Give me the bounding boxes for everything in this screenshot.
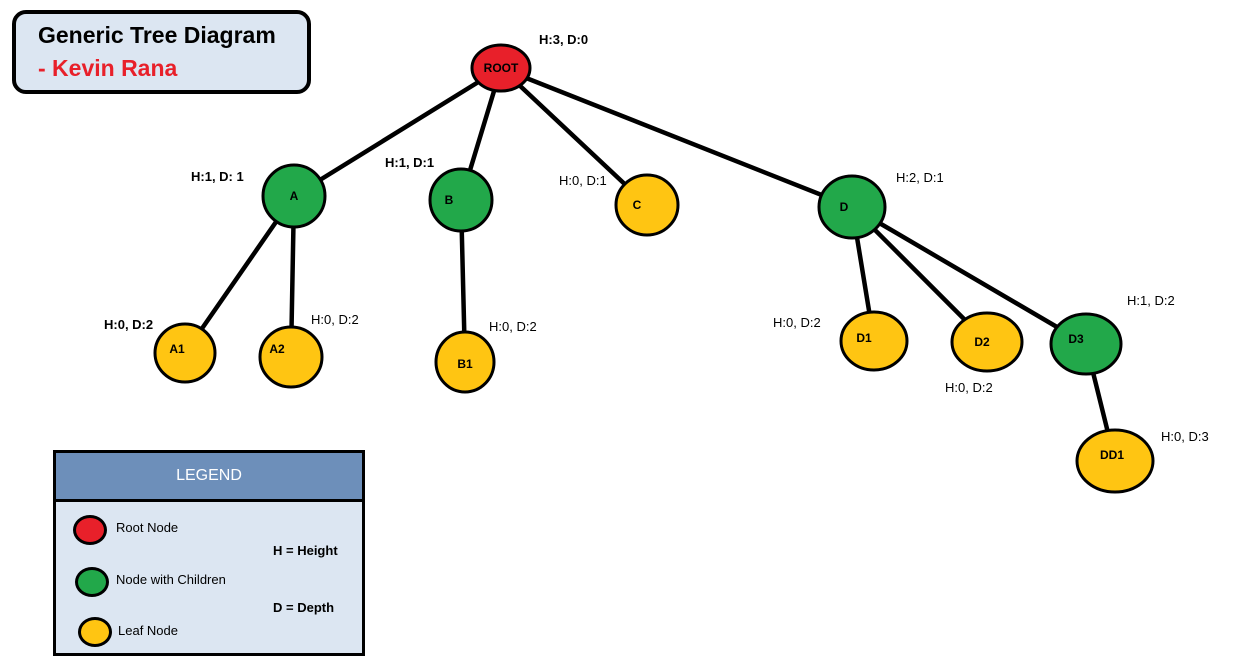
diagram-title: Generic Tree Diagram xyxy=(38,22,276,48)
node-label-d1: D1 xyxy=(856,331,872,345)
node-label-d: D xyxy=(840,200,849,214)
node-label-dd1: DD1 xyxy=(1100,448,1124,462)
legend-height-note: H = Height xyxy=(273,543,338,558)
edge-root-d xyxy=(498,65,855,210)
node-label-d3: D3 xyxy=(1068,332,1084,346)
node-b xyxy=(428,167,494,233)
legend-internal-swatch xyxy=(75,567,109,597)
title-box: Generic Tree Diagram - Kevin Rana xyxy=(12,10,311,94)
edge-d-d3 xyxy=(849,204,1089,347)
node-c xyxy=(614,173,680,237)
legend-leaf-label: Leaf Node xyxy=(118,623,178,638)
node-d3 xyxy=(1049,312,1123,376)
annotation-a: H:1, D: 1 xyxy=(191,169,244,184)
node-b1 xyxy=(434,330,496,394)
legend-internal-label: Node with Children xyxy=(116,572,226,587)
node-d1 xyxy=(839,310,909,372)
edges-layer xyxy=(182,65,1118,464)
node-label-b1: B1 xyxy=(457,357,473,371)
annotation-b: H:1, D:1 xyxy=(385,155,434,170)
annotation-root: H:3, D:0 xyxy=(539,32,588,47)
node-label-c: C xyxy=(633,198,642,212)
legend-root-swatch xyxy=(73,515,107,545)
node-label-root: ROOT xyxy=(484,61,519,75)
annotation-b1: H:0, D:2 xyxy=(489,319,537,334)
node-label-a1: A1 xyxy=(169,342,185,356)
node-label-a: A xyxy=(290,189,299,203)
legend-panel: LEGEND Root Node Node with Children Leaf… xyxy=(53,450,365,656)
annotation-a2: H:0, D:2 xyxy=(311,312,359,327)
edge-root-c xyxy=(498,65,650,208)
node-a xyxy=(261,163,327,229)
node-d xyxy=(817,174,887,240)
legend-header: LEGEND xyxy=(56,453,362,502)
annotation-d2: H:0, D:2 xyxy=(945,380,993,395)
diagram-author: - Kevin Rana xyxy=(38,55,178,81)
node-label-b: B xyxy=(445,193,454,207)
annotation-dd1: H:0, D:3 xyxy=(1161,429,1209,444)
annotation-c: H:0, D:1 xyxy=(559,173,607,188)
node-root xyxy=(470,43,532,93)
edge-root-a xyxy=(291,65,504,199)
node-label-a2: A2 xyxy=(269,342,285,356)
node-dd1 xyxy=(1075,428,1155,494)
node-label-d2: D2 xyxy=(974,335,990,349)
annotation-d1: H:0, D:2 xyxy=(773,315,821,330)
legend-depth-note: D = Depth xyxy=(273,600,335,615)
annotation-d3: H:1, D:2 xyxy=(1127,293,1175,308)
annotations-layer: H:3, D:0H:1, D: 1 H:1, D:1H:0, D:1 H:2, D:… xyxy=(104,32,1209,444)
node-a2 xyxy=(258,325,324,389)
annotation-a1: H:0, D:2 xyxy=(104,317,153,332)
node-a1 xyxy=(153,322,217,384)
legend-leaf-swatch xyxy=(78,617,112,647)
node-d2 xyxy=(950,311,1024,373)
annotation-d: H:2, D:1 xyxy=(896,170,944,185)
legend-root-label: Root Node xyxy=(116,520,179,535)
